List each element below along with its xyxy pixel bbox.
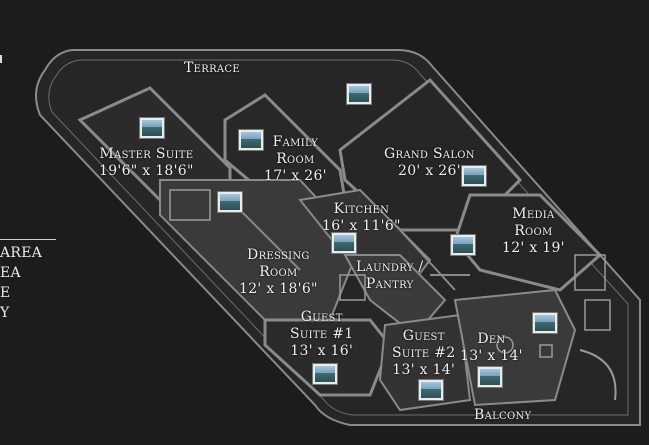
kitchen-label: Kitchen 16' x 11'6"	[322, 201, 401, 234]
family-room-label: Family Room 17' x 26'	[264, 134, 327, 184]
dressing-bath	[169, 189, 211, 221]
guest-bath	[339, 274, 366, 301]
legend-y[interactable]: Y	[0, 305, 10, 321]
bath-fixture	[574, 254, 606, 291]
wall-2	[399, 229, 456, 291]
media-room-label: Media Room 12' x 19'	[502, 206, 565, 256]
photo-icon-den-balcony[interactable]	[478, 367, 502, 387]
dressing-room-label: Dressing Room 12' x 18'6"	[239, 247, 318, 297]
guest-suite-1-label: Guest Suite #1 13' x 16'	[290, 309, 354, 359]
photo-icon-guest-suite-1[interactable]	[313, 364, 337, 384]
legend-area[interactable]: AREA	[0, 245, 43, 261]
legend-divider	[0, 239, 56, 240]
balcony-label: Balcony	[474, 407, 532, 423]
laundry-floor	[343, 254, 447, 337]
curved-stair	[579, 349, 617, 401]
photo-icon-media-room[interactable]	[451, 235, 475, 255]
photo-icon-guest-suite-2[interactable]	[419, 380, 443, 400]
photo-icon-kitchen[interactable]	[332, 233, 356, 253]
bath-fixture-2	[584, 299, 611, 331]
legend-e[interactable]: E	[0, 285, 11, 301]
den-label: Den 13' x 14'	[460, 331, 523, 364]
den-door	[539, 344, 553, 358]
terrace-label: Terrace	[184, 60, 240, 76]
guest-suite-1-walls	[263, 318, 392, 397]
photo-icon-den[interactable]	[533, 313, 557, 333]
photo-icon-dressing[interactable]	[218, 192, 242, 212]
inner-outline	[48, 59, 629, 416]
laundry-pantry-label: Laundry / Pantry	[356, 259, 424, 292]
legend-ea[interactable]: EA	[0, 265, 21, 281]
grand-salon-label: Grand Salon 20' x 26'	[384, 146, 475, 179]
guest-suite-2-floor	[378, 313, 472, 412]
guest-suite-2-label: Guest Suite #2 13' x 14'	[392, 328, 456, 378]
legend-marker	[0, 55, 2, 63]
master-suite-label: Master Suite 19'6" x 18'6"	[99, 146, 194, 179]
photo-icon-master-suite[interactable]	[140, 118, 164, 138]
photo-icon-terrace[interactable]	[347, 84, 371, 104]
den-fixture	[496, 336, 514, 354]
photo-icon-grand-salon[interactable]	[462, 166, 486, 186]
photo-icon-family-room[interactable]	[239, 130, 263, 150]
